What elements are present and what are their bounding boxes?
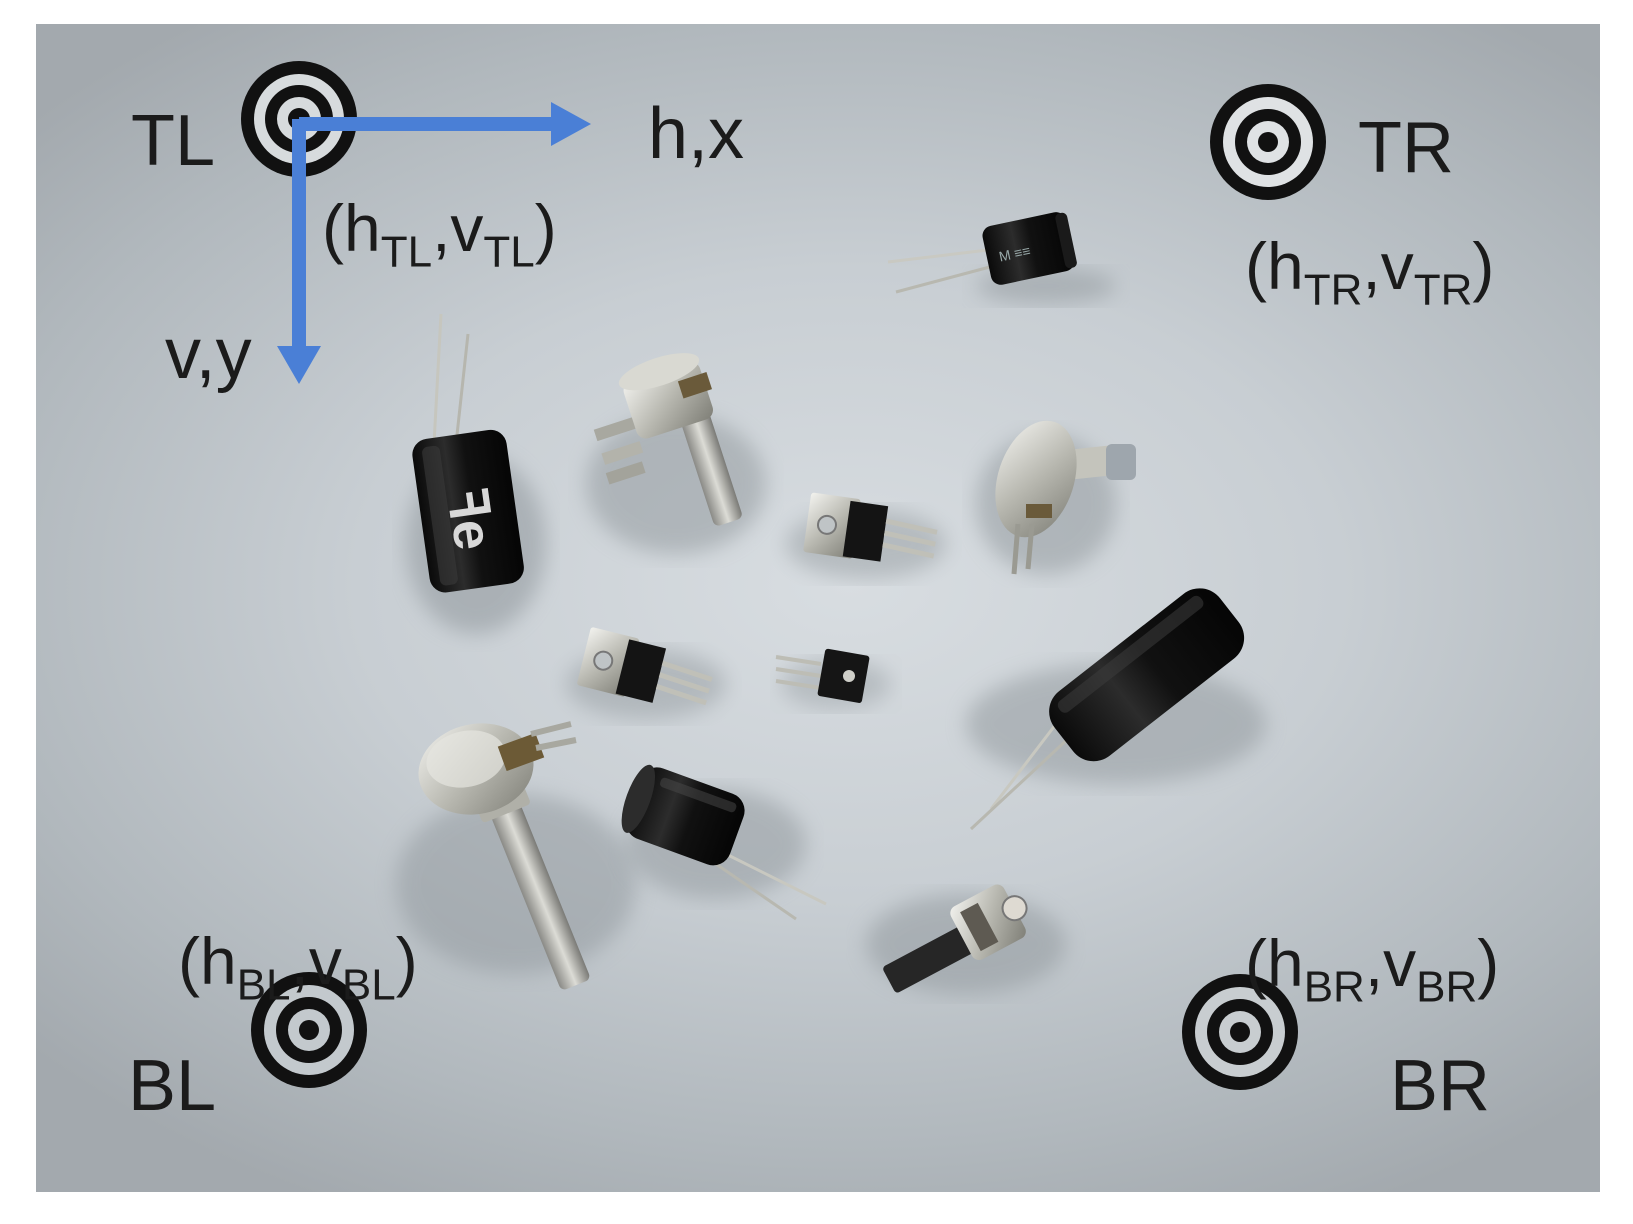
paren-open: (: [178, 924, 200, 998]
capacitor-small-top: M ≡≡: [887, 212, 1116, 304]
potentiometer-long-shaft: [396, 721, 636, 990]
coord-label-bl: (hBL,vBL): [178, 928, 418, 1007]
corner-label-bl: BL: [128, 1046, 217, 1126]
photo-scene: M ≡≡ ꟻe: [241, 61, 1326, 1090]
coord-h-sub: BR: [1303, 962, 1365, 1012]
paren-open: (: [1245, 229, 1267, 303]
coord-label-tr: (hTR,vTR): [1245, 233, 1494, 312]
coord-comma: ,: [290, 924, 309, 998]
coord-h-sub: TL: [380, 227, 433, 277]
corner-label-tr: TR: [1358, 108, 1454, 188]
corner-label-tl: TL: [131, 101, 216, 181]
coord-comma: ,: [1364, 926, 1384, 1000]
axis-label-vertical: v,y: [165, 314, 252, 394]
paren-close: ): [395, 924, 418, 998]
paren-close: ): [534, 191, 557, 265]
arrow-down-icon: [277, 346, 321, 384]
paren-close: ): [1472, 229, 1495, 303]
coord-v-sub: BL: [341, 960, 396, 1010]
marker-target-br: [1182, 974, 1298, 1090]
coord-comma: ,: [432, 191, 451, 265]
coord-v: v: [1380, 229, 1414, 303]
coord-h: h: [199, 924, 237, 998]
marker-target-tr: [1210, 84, 1326, 200]
paren-close: ): [1477, 926, 1500, 1000]
coord-label-tl: (hTL,vTL): [322, 195, 557, 274]
coord-v: v: [1383, 926, 1417, 1000]
voltage-regulator-middle: [786, 492, 946, 579]
svg-text:M ≡≡: M ≡≡: [997, 242, 1032, 264]
transistor-small: [775, 648, 891, 709]
potentiometer-upper: [586, 353, 766, 554]
coord-v: v: [450, 191, 484, 265]
coord-h-sub: BL: [236, 960, 291, 1010]
coord-v-sub: TL: [483, 227, 535, 277]
potentiometer-bottom-right: [866, 884, 1066, 994]
svg-text:ꟻe: ꟻe: [436, 485, 504, 554]
coord-v-sub: TR: [1413, 265, 1473, 315]
axis-label-horizontal: h,x: [648, 94, 745, 174]
coord-v-sub: BR: [1416, 962, 1478, 1012]
capacitor-long-right: [966, 588, 1266, 831]
coord-h: h: [343, 191, 381, 265]
coord-h: h: [1266, 229, 1304, 303]
coord-h: h: [1266, 926, 1304, 1000]
coord-label-br: (hBR,vBR): [1245, 930, 1499, 1009]
paren-open: (: [322, 191, 344, 265]
components-photo: M ≡≡ ꟻe: [36, 24, 1600, 1192]
coord-v: v: [308, 924, 342, 998]
coord-comma: ,: [1362, 229, 1381, 303]
capacitor-bottom-middle: [621, 764, 827, 921]
coordinate-axes: [277, 102, 591, 384]
arrow-right-icon: [551, 102, 591, 146]
coord-h-sub: TR: [1303, 265, 1363, 315]
marker-target-bl: [251, 972, 367, 1088]
capacitor-large-left: ꟻe: [406, 313, 546, 634]
corner-label-br: BR: [1390, 1046, 1491, 1126]
potentiometer-upper-right: [976, 420, 1136, 575]
voltage-regulator-lower: [566, 627, 726, 719]
paren-open: (: [1245, 926, 1267, 1000]
